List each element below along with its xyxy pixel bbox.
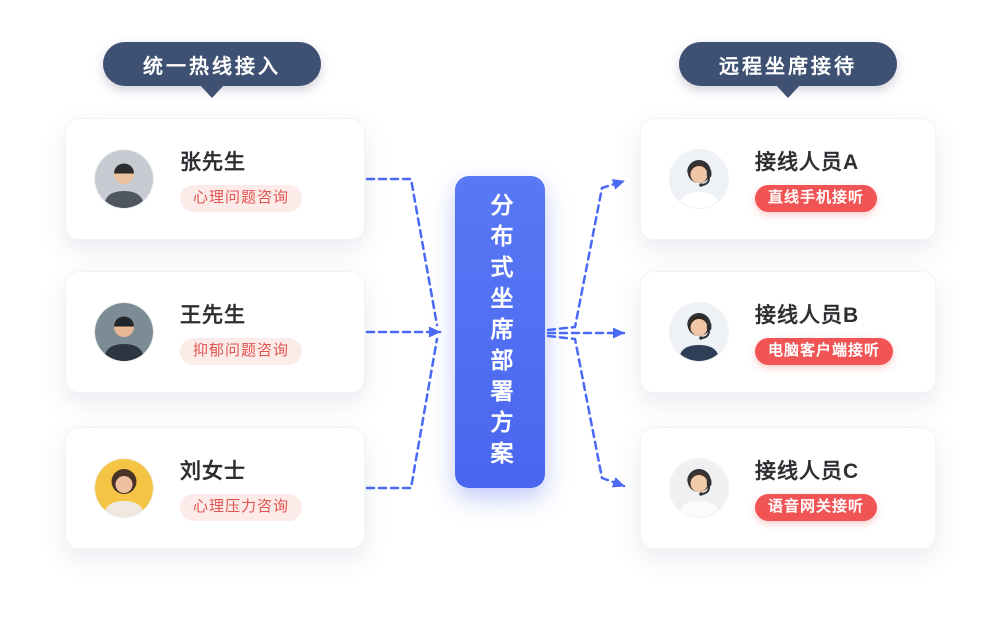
left-section-header-badge: 统一热线接入 <box>103 42 321 98</box>
caller-name: 刘女士 <box>180 460 246 484</box>
agent-card-b: 接线人员B 电脑客户端接听 <box>640 271 936 393</box>
left-section-header-label: 统一热线接入 <box>143 55 281 78</box>
arrow-right-top <box>546 179 626 332</box>
left-header-pointer <box>199 84 225 98</box>
agent-name: 接线人员C <box>755 460 860 484</box>
caller-avatar-zhang <box>94 149 154 209</box>
agent-name: 接线人员A <box>755 151 860 175</box>
right-section-header-label: 远程坐席接待 <box>719 55 857 78</box>
caller-avatar-liu <box>94 458 154 518</box>
agent-card-a: 接线人员A 直线手机接听 <box>640 118 936 240</box>
agent-channel-tag: 语音网关接听 <box>755 494 878 521</box>
center-solution-box: 分布式坐席部署方案 <box>455 176 545 488</box>
caller-card-wang: 王先生 抑郁问题咨询 <box>65 271 365 393</box>
arrow-right-bottom <box>546 334 626 488</box>
agent-avatar-b <box>669 302 729 362</box>
agent-channel-tag: 电脑客户端接听 <box>755 338 894 365</box>
right-section-header-badge: 远程坐席接待 <box>679 42 897 98</box>
caller-topic-tag: 抑郁问题咨询 <box>180 338 303 365</box>
caller-avatar-wang <box>94 302 154 362</box>
right-header-pointer <box>775 84 801 98</box>
agent-avatar-a <box>669 149 729 209</box>
caller-card-zhang: 张先生 心理问题咨询 <box>65 118 365 240</box>
agent-avatar-c <box>669 458 729 518</box>
agent-name: 接线人员B <box>755 304 860 328</box>
caller-topic-tag: 心理压力咨询 <box>180 494 303 521</box>
arrow-left-bottom <box>365 337 439 490</box>
arrow-left-top <box>365 177 439 327</box>
caller-card-liu: 刘女士 心理压力咨询 <box>65 427 365 549</box>
caller-name: 张先生 <box>180 151 246 175</box>
caller-name: 王先生 <box>180 304 246 328</box>
agent-card-c: 接线人员C 语音网关接听 <box>640 427 936 549</box>
caller-topic-tag: 心理问题咨询 <box>180 185 303 212</box>
center-solution-title: 分布式坐席部署方案 <box>487 192 513 472</box>
agent-channel-tag: 直线手机接听 <box>755 185 878 212</box>
